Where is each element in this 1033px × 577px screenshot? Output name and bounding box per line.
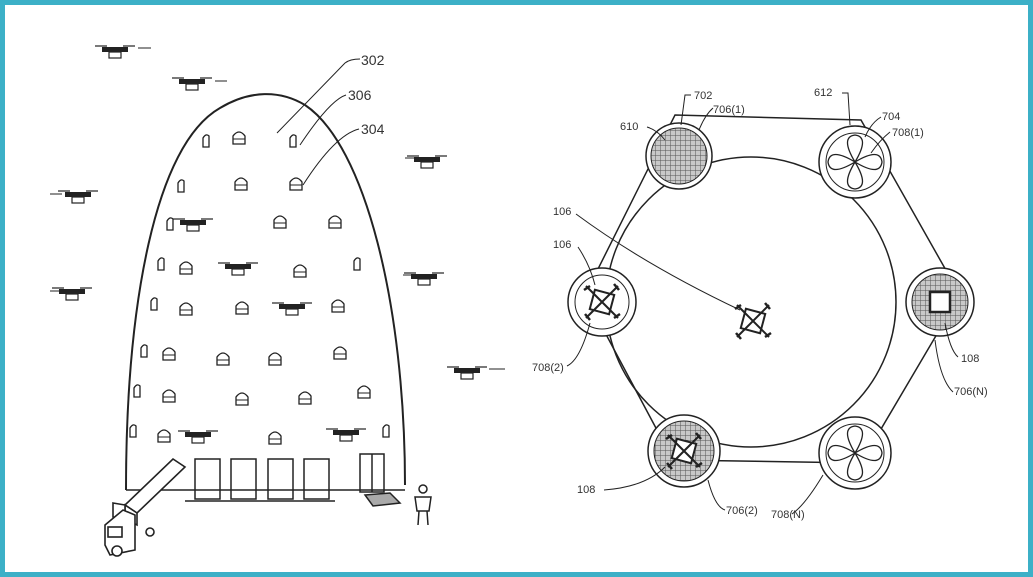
hive-building [125,93,406,491]
label-106-center: 106 [553,206,571,218]
flying-drones [50,45,505,380]
pad-702 [645,122,713,190]
label-702: 702 [694,90,712,102]
right-labels: 702 610 706(1) 612 704 708(1) 106 106 70… [532,87,988,521]
label-106-left: 106 [553,239,571,251]
label-706-1: 706(1) [713,104,745,116]
loading-bays [185,453,402,507]
person-figure [414,484,432,526]
right-figure: 702 610 706(1) 612 704 708(1) 106 106 70… [532,87,988,521]
patent-drawing: 302 306 304 [50,45,988,557]
pad-708-n [818,416,892,490]
label-704: 704 [882,111,900,123]
label-108-bottom: 108 [577,484,595,496]
label-708-n: 708(N) [771,509,805,521]
left-labels: 302 306 304 [276,52,385,186]
left-figure: 302 306 304 [50,45,505,557]
ring-track [605,156,897,448]
label-304: 304 [361,121,385,137]
pad-706-n [905,267,975,337]
center-drone [733,301,773,341]
label-108-right: 108 [961,353,979,365]
hexagon-outline [584,114,961,464]
label-302: 302 [361,52,385,68]
label-706-2: 706(2) [726,505,758,517]
label-612: 612 [814,87,832,99]
label-610: 610 [620,121,638,133]
pad-706-2 [647,414,721,488]
pad-704 [818,125,892,199]
label-306: 306 [348,87,372,103]
delivery-truck [104,457,187,557]
right-leader-lines [566,92,959,515]
label-708-2: 708(2) [532,362,564,374]
pad-708-2 [567,267,637,337]
label-706-n: 706(N) [954,386,988,398]
label-708-1: 708(1) [892,127,924,139]
